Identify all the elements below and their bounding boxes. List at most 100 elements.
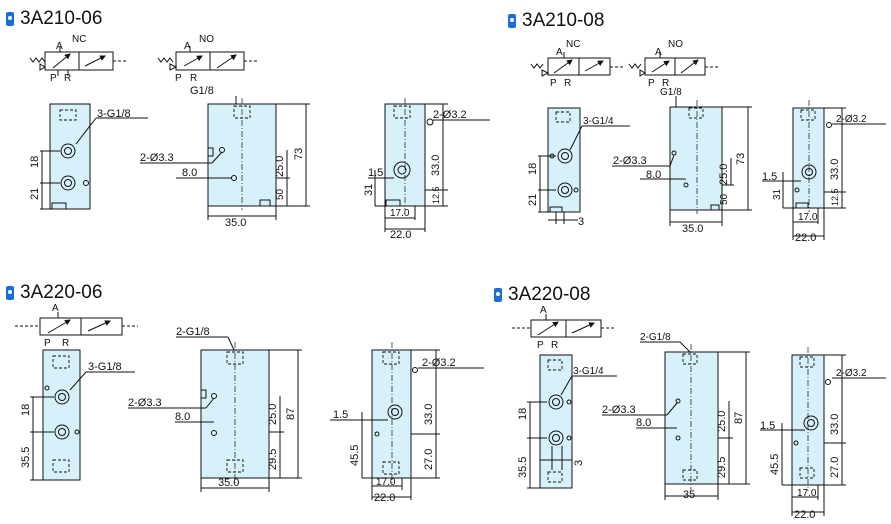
port-r-label: R bbox=[64, 73, 71, 84]
dim-35: 35.0 bbox=[218, 477, 239, 489]
port-a-label: A bbox=[52, 303, 59, 314]
dim-31: 31 bbox=[363, 184, 375, 196]
valve-symbol-no: NO A P R bbox=[157, 34, 258, 84]
port-a-label: A bbox=[556, 47, 563, 58]
dim-22: 22.0 bbox=[795, 232, 816, 244]
port-r-label: R bbox=[190, 73, 197, 84]
valve-symbol-nc: NC A P R bbox=[530, 39, 623, 89]
dim-3: 3 bbox=[578, 216, 584, 228]
holes-callout: 2-Ø3.2 bbox=[422, 357, 456, 369]
dim-8: 8.0 bbox=[636, 417, 651, 429]
dim-29-5: 29.5 bbox=[716, 457, 728, 478]
dim-50: 50 bbox=[719, 193, 730, 205]
dim-17: 17.0 bbox=[798, 212, 818, 223]
holes-callout: 2-Ø3.3 bbox=[602, 404, 636, 416]
dim-17: 17.0 bbox=[376, 477, 396, 488]
holes-callout: 2-Ø3.3 bbox=[128, 397, 162, 409]
dim-50: 50 bbox=[275, 188, 286, 200]
holes-callout: 2-Ø3.3 bbox=[613, 155, 647, 167]
port-callout: 3-G1/8 bbox=[97, 108, 131, 120]
dim-3: 3 bbox=[573, 460, 585, 466]
front-view: 3-G1/4 18 35.5 3 bbox=[517, 354, 617, 489]
dim-17: 17.0 bbox=[390, 208, 410, 219]
holes-callout: 2-Ø3.2 bbox=[836, 368, 867, 379]
port-r-label: R bbox=[662, 78, 669, 89]
dim-45-5: 45.5 bbox=[349, 445, 361, 466]
dim-1-5: 1.5 bbox=[762, 171, 777, 183]
port-callout: 3-G1/4 bbox=[573, 366, 604, 377]
port-callout: G1/8 bbox=[660, 87, 682, 98]
dim-8: 8.0 bbox=[646, 169, 661, 181]
panel-3a220-08: A P R 3-G1/4 18 35.5 bbox=[512, 305, 886, 521]
dim-27: 27.0 bbox=[829, 457, 841, 478]
title-text: 3A210-08 bbox=[522, 10, 605, 31]
port-p-label: P bbox=[648, 78, 655, 89]
title-text: 3A210-06 bbox=[20, 8, 103, 29]
dim-27: 27.0 bbox=[423, 449, 435, 470]
holes-callout: 2-Ø3.2 bbox=[836, 114, 867, 125]
dim-18: 18 bbox=[29, 156, 41, 168]
port-p-label: P bbox=[44, 338, 51, 349]
port-callout: 2-G1/8 bbox=[176, 326, 210, 338]
dim-35: 35.0 bbox=[682, 223, 703, 235]
valve-symbol: A P R bbox=[15, 303, 138, 349]
port-p-label: P bbox=[550, 78, 557, 89]
bullet-icon bbox=[6, 12, 14, 26]
panel-3a210-06: NC A P R NO A P R bbox=[29, 34, 490, 241]
dim-18: 18 bbox=[517, 408, 529, 420]
valve-symbol-no: NO A P R bbox=[628, 39, 718, 89]
dim-18: 18 bbox=[527, 163, 539, 175]
front-view: 3-G1/4 18 21 3 bbox=[527, 107, 630, 228]
side-view: G1/8 2-Ø3.3 8.0 25.0 50 73 35.0 bbox=[140, 85, 310, 229]
dim-35: 35 bbox=[683, 489, 695, 501]
dim-25: 25.0 bbox=[718, 164, 730, 185]
dim-31: 31 bbox=[772, 188, 783, 200]
dim-73: 73 bbox=[735, 153, 747, 165]
dim-25: 25.0 bbox=[267, 404, 279, 425]
panel-title-3a220-08: 3A220-08 bbox=[494, 284, 590, 306]
dim-22: 22.0 bbox=[794, 509, 815, 521]
panel-3a220-06: A P R 3-G1/8 18 35.5 bbox=[15, 303, 484, 504]
dim-21: 21 bbox=[527, 194, 539, 206]
dim-33: 33.0 bbox=[829, 159, 841, 180]
port-a-label: A bbox=[56, 41, 63, 52]
dim-25: 25.0 bbox=[716, 411, 728, 432]
port-callout: 3-G1/8 bbox=[88, 361, 122, 373]
dim-87: 87 bbox=[285, 408, 297, 420]
dim-18: 18 bbox=[20, 404, 32, 416]
front-view: 3-G1/8 18 35.5 bbox=[20, 349, 135, 481]
dim-22: 22.0 bbox=[390, 229, 411, 241]
port-callout: G1/8 bbox=[190, 85, 214, 97]
dim-33: 33.0 bbox=[829, 414, 841, 435]
dim-87: 87 bbox=[733, 412, 745, 424]
panel-title-3a210-08: 3A210-08 bbox=[508, 10, 604, 32]
rear-view: 2-Ø3.2 1.5 45.5 33.0 27.0 17.0 22.0 bbox=[330, 342, 484, 504]
dim-8: 8.0 bbox=[182, 167, 197, 179]
dim-1-5: 1.5 bbox=[760, 420, 775, 432]
side-view: 2-G1/8 2-Ø3.3 8.0 25.0 29.5 87 35.0 bbox=[128, 326, 302, 492]
dim-22: 22.0 bbox=[374, 492, 395, 504]
panel-title-3a220-06: 3A220-06 bbox=[6, 282, 102, 304]
valve-symbol-nc: NC A P R bbox=[29, 34, 128, 84]
nc-label: NC bbox=[566, 39, 580, 50]
dim-73: 73 bbox=[293, 148, 305, 160]
dim-35-5: 35.5 bbox=[20, 447, 32, 468]
holes-callout: 2-Ø3.2 bbox=[433, 109, 467, 121]
title-text: 3A220-08 bbox=[508, 284, 591, 305]
front-view: 3-G1/8 18 21 bbox=[29, 103, 148, 210]
rear-view: 2-Ø3.2 1.5 31 33.0 12.5 17.0 22.0 bbox=[762, 100, 886, 244]
dim-33: 33.0 bbox=[423, 404, 435, 425]
port-r-label: R bbox=[551, 340, 558, 351]
dim-12-5: 12.5 bbox=[830, 188, 840, 206]
port-callout: 2-G1/8 bbox=[640, 332, 671, 343]
panel-title-3a210-06: 3A210-06 bbox=[6, 8, 102, 30]
dim-45-5: 45.5 bbox=[769, 454, 781, 475]
dim-35: 35.0 bbox=[225, 217, 246, 229]
dim-1-5: 1.5 bbox=[368, 167, 383, 179]
dim-25: 25.0 bbox=[274, 156, 286, 177]
dim-17: 17.0 bbox=[797, 488, 817, 499]
bullet-icon bbox=[508, 14, 516, 28]
port-callout: 3-G1/4 bbox=[583, 116, 614, 127]
no-label: NO bbox=[199, 34, 214, 45]
